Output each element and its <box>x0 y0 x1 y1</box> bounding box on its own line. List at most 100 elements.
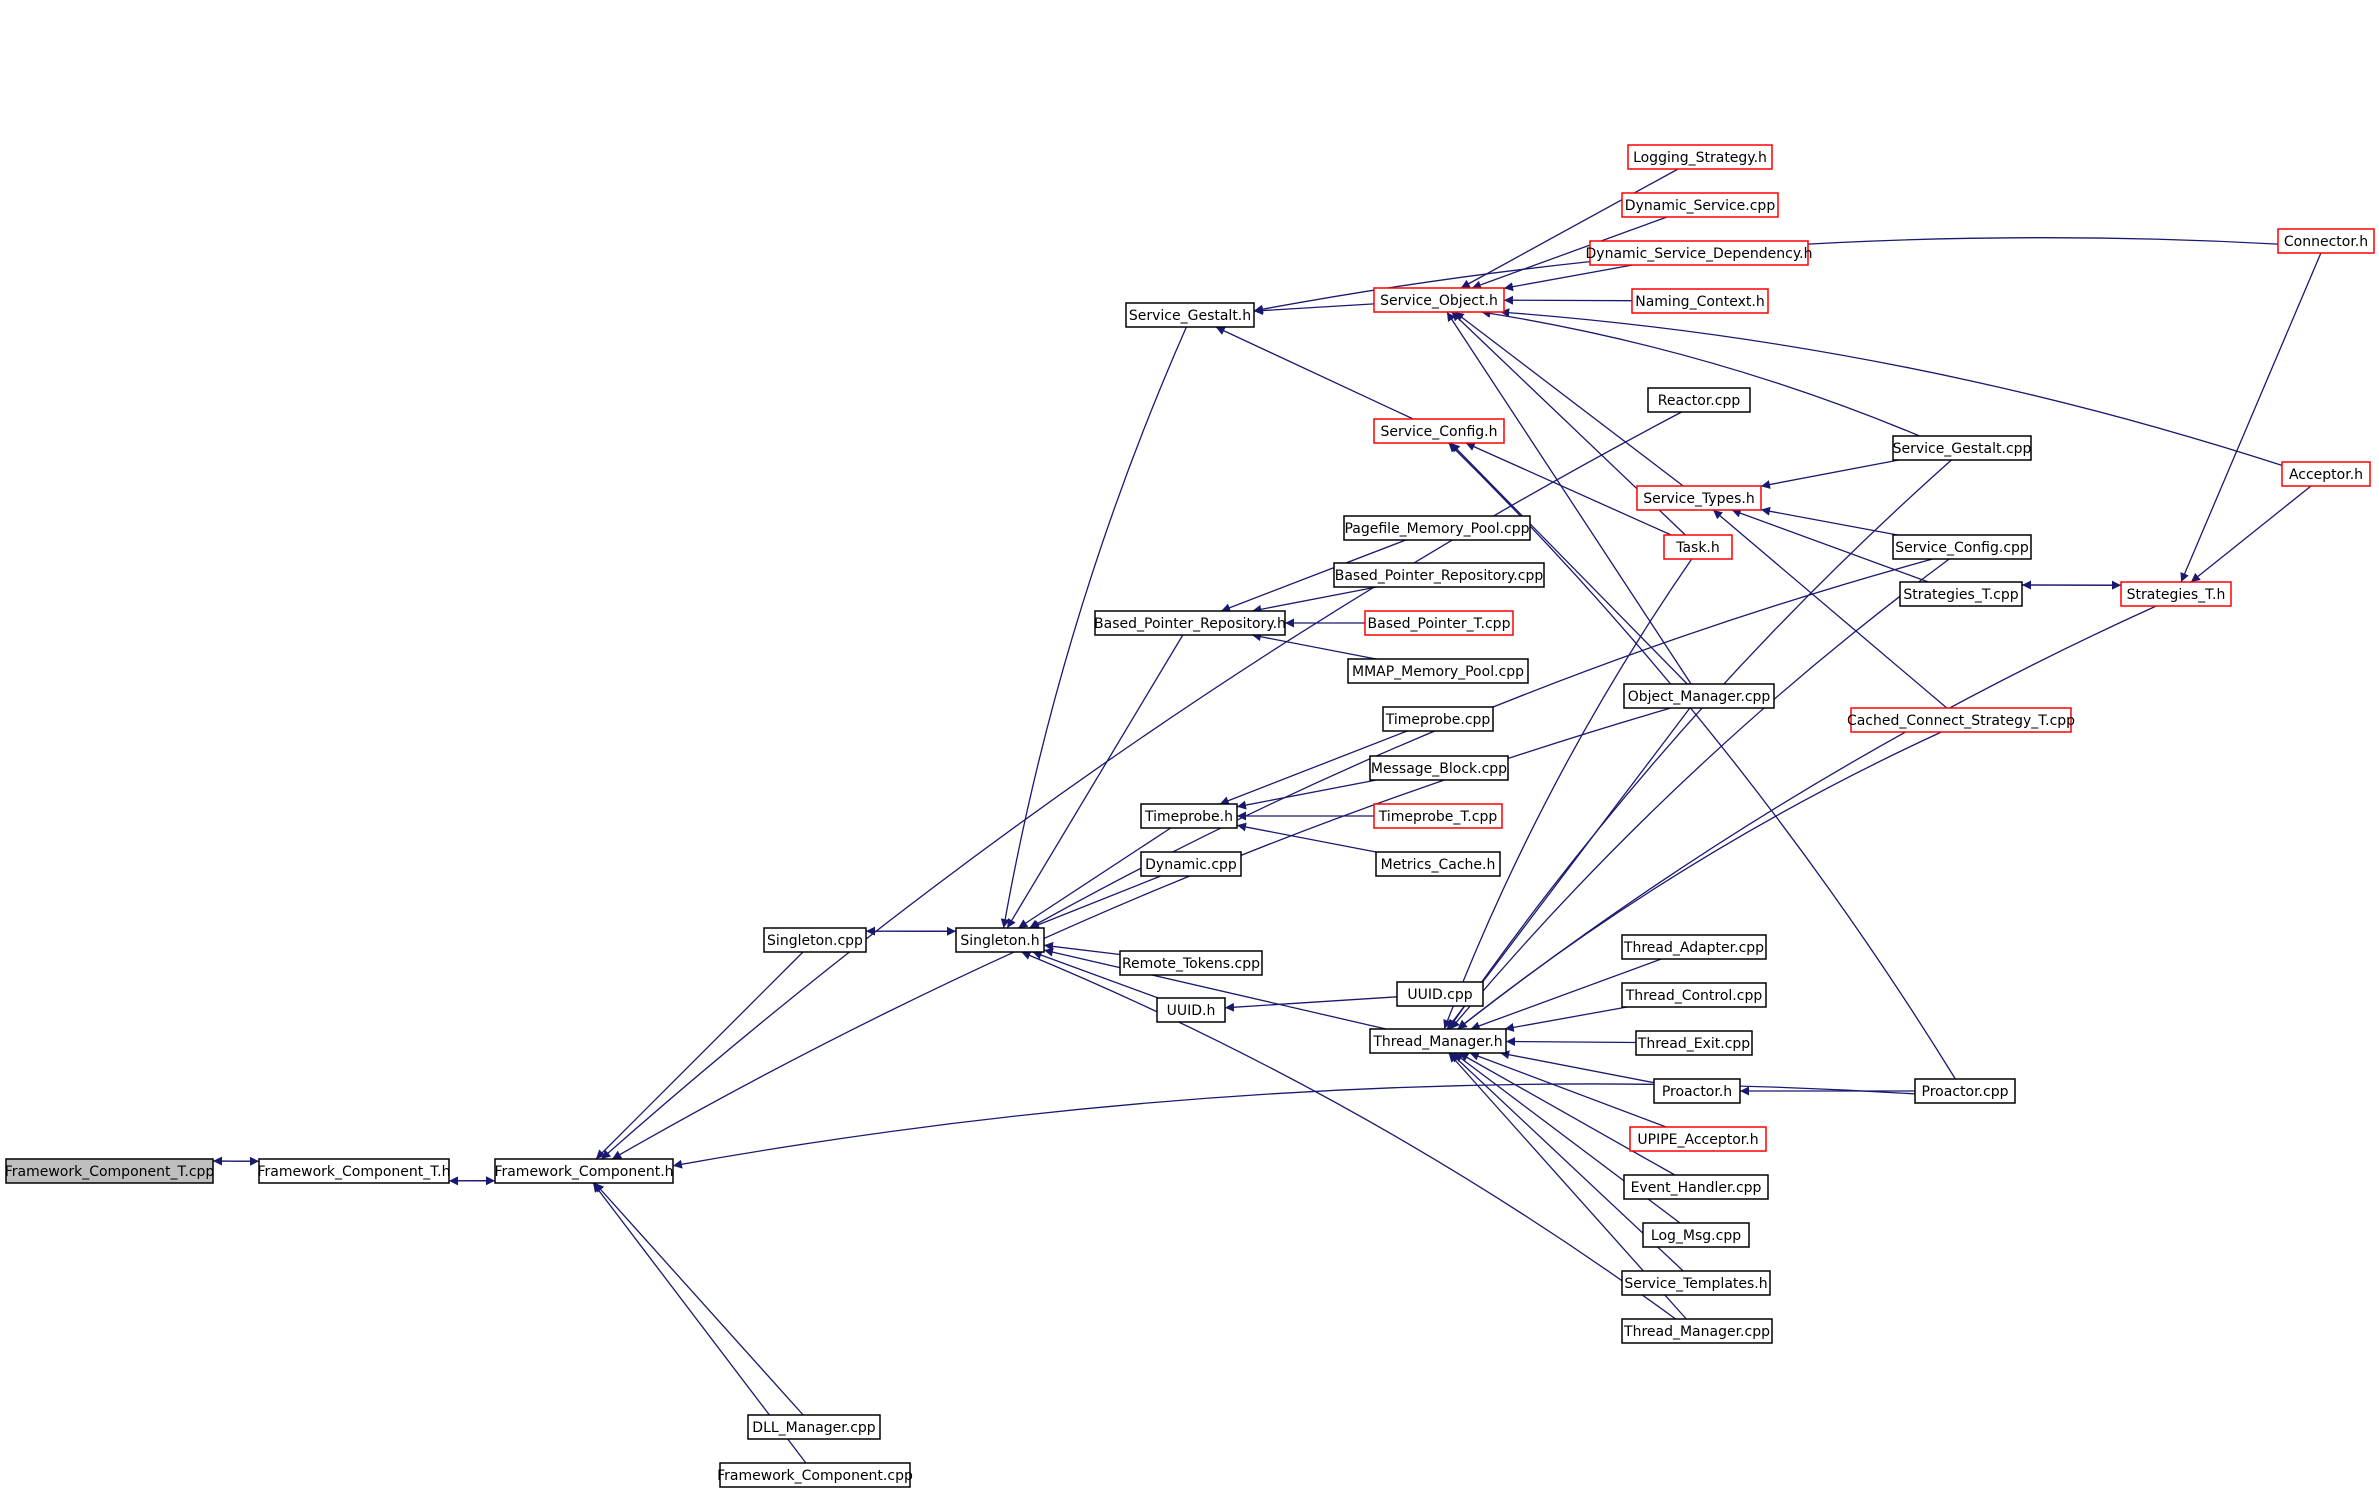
node-box <box>1892 534 2032 560</box>
node-label: Strategies_T.h <box>2127 587 2226 603</box>
node-label: Service_Gestalt.h <box>1129 308 1251 324</box>
node-service-gestalt-cpp[interactable]: Service_Gestalt.cpp <box>1892 435 2032 461</box>
node-strategies-t-h[interactable]: Strategies_T.h <box>2120 581 2232 607</box>
node-based-pointer-repository-h[interactable]: Based_Pointer_Repository.h <box>1094 610 1286 636</box>
node-box <box>1635 1030 1753 1056</box>
node-box <box>1636 485 1762 511</box>
node-label: Based_Pointer_Repository.h <box>1094 616 1286 632</box>
node-singleton-cpp[interactable]: Singleton.cpp <box>763 927 867 953</box>
node-dll-manager-cpp[interactable]: DLL_Manager.cpp <box>747 1414 881 1440</box>
node-thread-exit-cpp[interactable]: Thread_Exit.cpp <box>1635 1030 1753 1056</box>
node-cached-connect-strategy-t-cpp[interactable]: Cached_Connect_Strategy_T.cpp <box>1847 707 2075 733</box>
node-dynamic-cpp[interactable]: Dynamic.cpp <box>1140 851 1242 877</box>
edge-naming_context_h-to-service_object_h <box>1503 295 1633 305</box>
node-singleton-h[interactable]: Singleton.h <box>955 927 1045 953</box>
edge-dynamic_cpp-to-singleton_h <box>1029 875 1162 929</box>
node-remote-tokens-cpp[interactable]: Remote_Tokens.cpp <box>1119 950 1263 976</box>
node-reactor-cpp[interactable]: Reactor.cpp <box>1647 387 1751 413</box>
node-thread-manager-cpp[interactable]: Thread_Manager.cpp <box>1621 1318 1773 1344</box>
node-thread-adapter-cpp[interactable]: Thread_Adapter.cpp <box>1621 934 1767 960</box>
node-box <box>1631 288 1769 314</box>
node-fc-cpp[interactable]: Framework_Component.cpp <box>717 1462 913 1488</box>
node-thread-manager-h[interactable]: Thread_Manager.h <box>1369 1028 1507 1054</box>
node-naming-context-h[interactable]: Naming_Context.h <box>1631 288 1769 314</box>
node-label: DLL_Manager.cpp <box>752 1420 875 1436</box>
edge-upipe_acceptor_h-to-thread_manager_h <box>1469 1051 1667 1128</box>
node-label: Remote_Tokens.cpp <box>1122 956 1260 972</box>
node-timeprobe-t-cpp[interactable]: Timeprobe_T.cpp <box>1373 803 1503 829</box>
edge-based_pointer_repository_h-to-singleton_h <box>1006 634 1184 929</box>
node-box <box>1373 287 1505 313</box>
edge-pagefile_memory_pool_cpp-to-based_pointer_repository_h <box>1220 539 1407 612</box>
node-label: Framework_Component.h <box>494 1164 673 1180</box>
node-metrics-cache-h[interactable]: Metrics_Cache.h <box>1375 851 1501 877</box>
node-box <box>1119 950 1263 976</box>
node-service-types-h[interactable]: Service_Types.h <box>1636 485 1762 511</box>
edge-strategies_t_h-to-thread_manager_h <box>1457 605 2157 1030</box>
node-based-pointer-repository-cpp[interactable]: Based_Pointer_Repository.cpp <box>1333 562 1545 588</box>
node-dynamic-service-cpp[interactable]: Dynamic_Service.cpp <box>1621 192 1779 218</box>
node-uuid-h[interactable]: UUID.h <box>1156 997 1226 1023</box>
node-service-config-cpp[interactable]: Service_Config.cpp <box>1892 534 2032 560</box>
edge-acceptor_h-to-strategies_t_h <box>2190 485 2312 583</box>
node-label: UUID.cpp <box>1407 987 1472 1003</box>
node-thread-control-cpp[interactable]: Thread_Control.cpp <box>1621 982 1767 1008</box>
node-log-msg-cpp[interactable]: Log_Msg.cpp <box>1642 1222 1750 1248</box>
node-box <box>2277 228 2375 254</box>
node-timeprobe-cpp[interactable]: Timeprobe.cpp <box>1382 706 1494 732</box>
node-box <box>719 1462 911 1488</box>
node-label: UUID.h <box>1167 1003 1216 1019</box>
node-box <box>1333 562 1545 588</box>
node-based-pointer-t-cpp[interactable]: Based_Pointer_T.cpp <box>1364 610 1514 636</box>
node-box <box>1140 803 1238 829</box>
edge-service_gestalt_cpp-to-service_object_h <box>1481 308 1920 437</box>
node-dynamic-service-dependency-h[interactable]: Dynamic_Service_Dependency.h <box>1586 240 1813 266</box>
edge-timeprobe_h-to-singleton_h <box>1017 827 1172 929</box>
node-event-handler-cpp[interactable]: Event_Handler.cpp <box>1623 1174 1769 1200</box>
node-box <box>1125 302 1255 328</box>
edge-task_h-to-service_config_h <box>1465 442 1672 536</box>
node-object-manager-cpp[interactable]: Object_Manager.cpp <box>1623 683 1775 709</box>
node-upipe-acceptor-h[interactable]: UPIPE_Acceptor.h <box>1629 1126 1767 1152</box>
node-service-gestalt-h[interactable]: Service_Gestalt.h <box>1125 302 1255 328</box>
node-service-config-h[interactable]: Service_Config.h <box>1373 418 1505 444</box>
node-connector-h[interactable]: Connector.h <box>2277 228 2375 254</box>
node-box <box>1396 981 1484 1007</box>
node-box <box>1373 418 1505 444</box>
node-box <box>747 1414 881 1440</box>
node-box <box>1647 387 1751 413</box>
node-box <box>763 927 867 953</box>
node-box <box>1621 934 1767 960</box>
node-proactor-h[interactable]: Proactor.h <box>1653 1078 1741 1104</box>
node-message-block-cpp[interactable]: Message_Block.cpp <box>1369 755 1509 781</box>
edge-dynamic_service_dependency_h-to-service_object_h <box>1503 264 1633 292</box>
node-uuid-cpp[interactable]: UUID.cpp <box>1396 981 1484 1007</box>
node-label: Thread_Control.cpp <box>1625 988 1763 1004</box>
edge-service_gestalt_cpp-to-thread_manager_h <box>1448 459 1952 1030</box>
node-proactor-cpp[interactable]: Proactor.cpp <box>1914 1078 2016 1104</box>
node-box <box>2120 581 2232 607</box>
edge-thread_exit_cpp-to-thread_manager_h <box>1505 1037 1637 1047</box>
node-fct-h[interactable]: Framework_Component_T.h <box>258 1158 451 1184</box>
node-label: Framework_Component_T.cpp <box>5 1164 215 1180</box>
node-box <box>258 1158 450 1184</box>
edge-thread_manager_h-to-singleton_h <box>1043 947 1387 1030</box>
node-logging-strategy-h[interactable]: Logging_Strategy.h <box>1627 144 1773 170</box>
node-pagefile-memory-pool-cpp[interactable]: Pagefile_Memory_Pool.cpp <box>1343 515 1531 541</box>
edge-based_pointer_repository_cpp-to-based_pointer_repository_h <box>1252 586 1377 614</box>
node-strategies-t-cpp[interactable]: Strategies_T.cpp <box>1899 581 2023 607</box>
node-box <box>1899 581 2023 607</box>
node-service-object-h[interactable]: Service_Object.h <box>1373 287 1505 313</box>
node-acceptor-h[interactable]: Acceptor.h <box>2281 461 2371 487</box>
node-box <box>1140 851 1242 877</box>
node-task-h[interactable]: Task.h <box>1663 534 1733 560</box>
node-service-templates-h[interactable]: Service_Templates.h <box>1621 1270 1771 1296</box>
node-label: Logging_Strategy.h <box>1633 150 1767 166</box>
node-box <box>1347 658 1529 684</box>
node-fc-h[interactable]: Framework_Component.h <box>494 1158 674 1184</box>
node-timeprobe-h[interactable]: Timeprobe.h <box>1140 803 1238 829</box>
node-mmap-memory-pool-cpp[interactable]: MMAP_Memory_Pool.cpp <box>1347 658 1529 684</box>
node-fct-cpp[interactable]: Framework_Component_T.cpp <box>5 1158 215 1184</box>
